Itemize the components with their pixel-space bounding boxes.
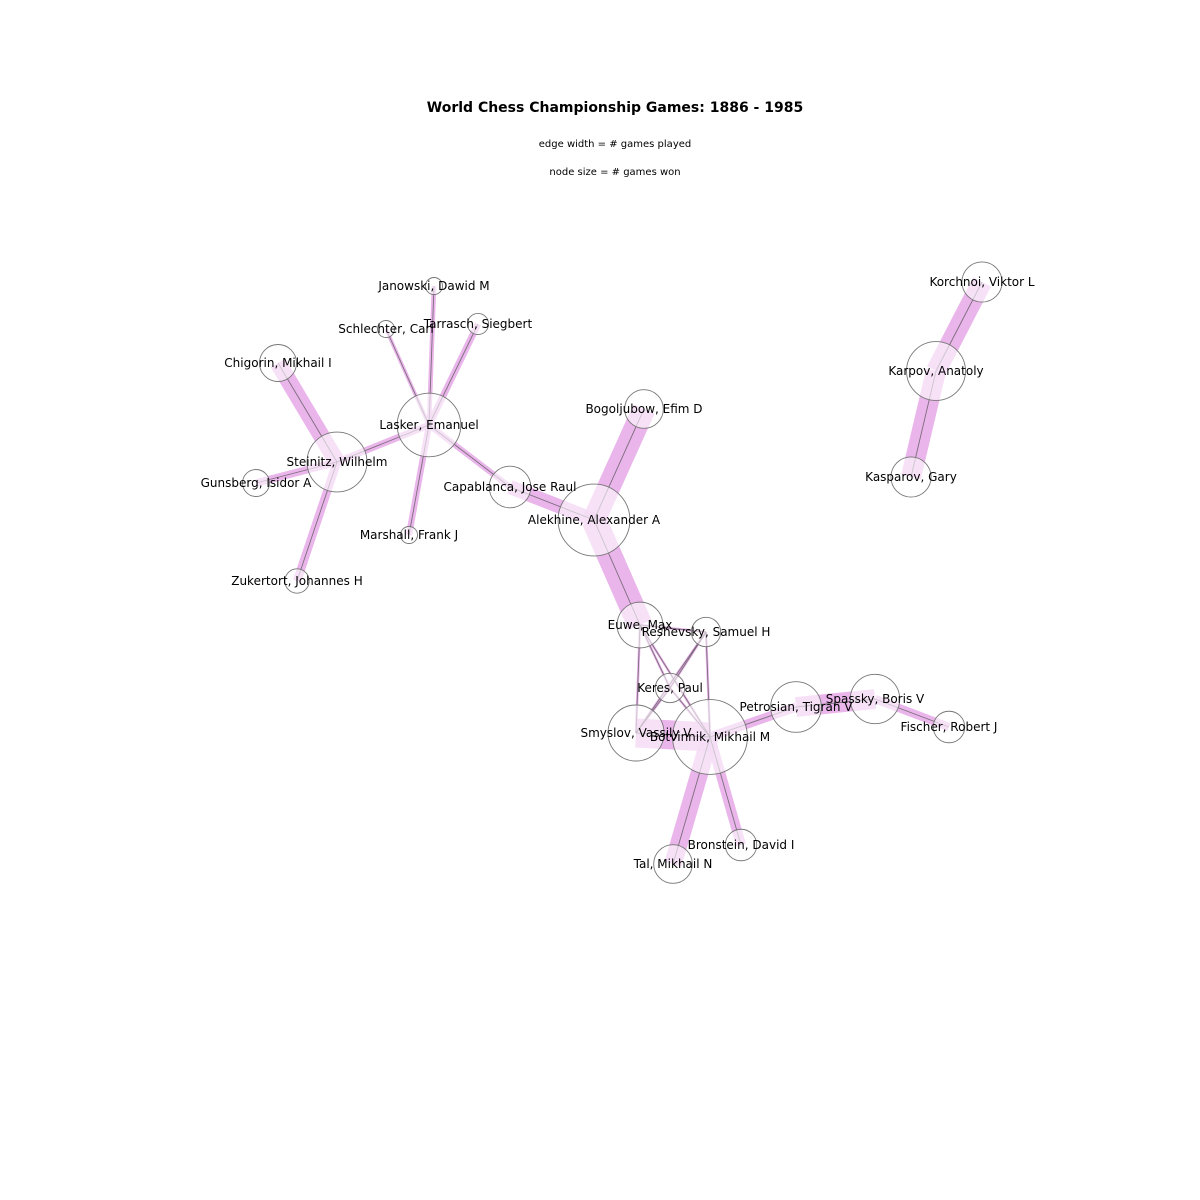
node-marshall [400,526,418,544]
node-steinitz [306,431,368,493]
node-bronstein [724,828,758,862]
node-label-steinitz: Steinitz, Wilhelm [287,455,388,469]
graph-title: World Chess Championship Games: 1886 - 1… [426,100,804,116]
node-gunsberg [242,469,270,497]
node-label-bogoljubow: Bogoljubow, Efim D [585,402,702,416]
node-schlechter [377,320,395,338]
node-keres [654,672,686,704]
node-label-bronstein: Bronstein, David I [688,838,795,852]
node-label-lasker: Lasker, Emanuel [379,418,478,432]
node-smyslov [607,704,665,762]
node-label-chigorin: Chigorin, Mikhail I [224,356,331,370]
node-tarrasch [466,312,490,336]
node-label-keres: Keres, Paul [637,681,703,695]
node-label-capablanca: Capablanca, Jose Raul [444,480,577,494]
node-capablanca [488,465,532,509]
node-label-gunsberg: Gunsberg, Isidor A [201,476,313,490]
node-label-petrosian: Petrosian, Tigran V [740,700,854,714]
label-layer: Steinitz, Wilhelm Lasker, Emanuel Chigorin… [201,275,1035,871]
node-label-marshall: Marshall, Frank J [360,528,458,542]
node-label-zukertort: Zukertort, Johannes H [231,574,363,588]
node-label-schlechter: Schlechter, Carl [338,322,433,336]
node-label-kasparov: Kasparov, Gary [865,470,957,484]
node-bogoljubow [624,389,664,429]
node-chigorin [259,344,297,382]
node-label-spassky: Spassky, Boris V [826,692,925,706]
graph-subtitle-node-size: node size = # games won [549,167,681,178]
node-euwe [616,601,664,649]
node-kasparov [890,456,932,498]
node-label-euwe: Euwe, Max [608,618,673,632]
node-reshevsky [690,616,722,648]
node-lasker [396,392,462,458]
node-zukertort [284,568,310,594]
node-label-fischer: Fischer, Robert J [901,720,998,734]
node-layer [242,261,1003,884]
node-label-tarrasch: Tarrasch, Siegbert [423,317,533,331]
node-spassky [849,673,901,725]
node-label-karpov: Karpov, Anatoly [888,364,983,378]
node-petrosian [770,681,822,733]
node-label-smyslov: Smyslov, Vassily V [581,726,693,740]
node-label-tal: Tal, Mikhail N [633,857,713,871]
node-label-alekhine: Alekhine, Alexander A [528,513,661,527]
node-label-janowski: Janowski, Dawid M [377,279,489,293]
edge-band-layer [255,277,991,867]
graph-subtitle-edge-width: edge width = # games played [538,139,692,150]
node-botvinnik [672,699,748,775]
node-label-reshevsky: Reshevsky, Samuel H [642,625,771,639]
node-tal [653,844,693,884]
node-label-korchnoi: Korchnoi, Viktor L [929,275,1034,289]
node-janowski [425,277,443,295]
node-fischer [932,710,966,744]
node-karpov [906,341,966,401]
node-label-botvinnik: Botvinnik, Mikhail M [650,730,770,744]
node-korchnoi [961,261,1003,303]
node-alekhine [557,483,631,557]
